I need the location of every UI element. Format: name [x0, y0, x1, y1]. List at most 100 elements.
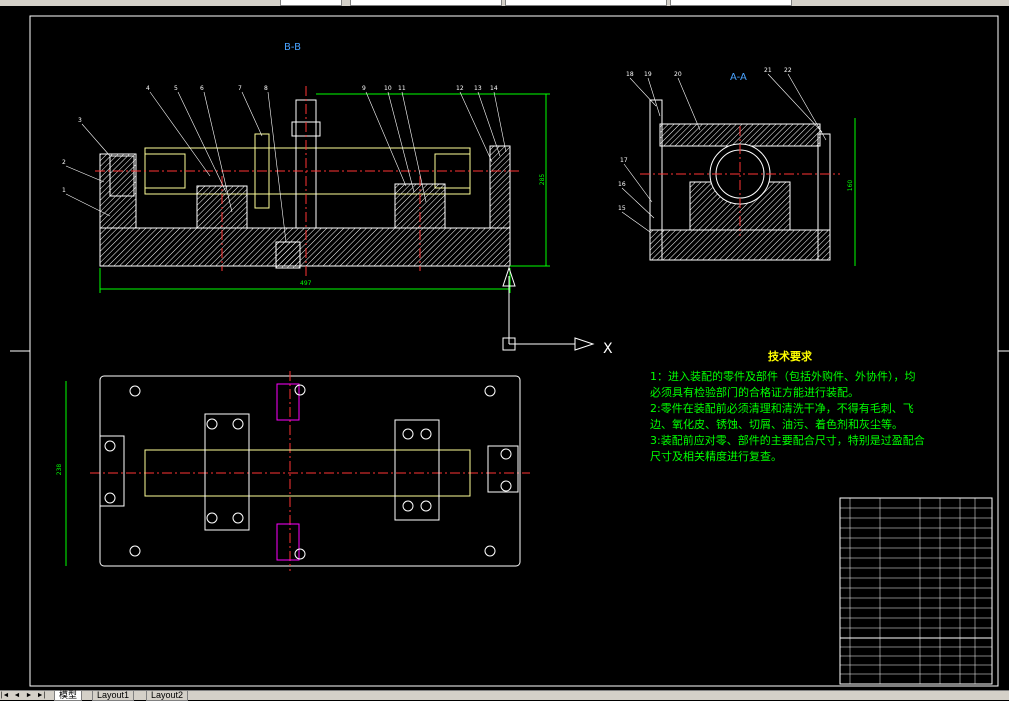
- part-balloon-label: 13: [474, 85, 482, 92]
- left-support: [99, 153, 137, 229]
- toolbar-combo-3[interactable]: [505, 0, 667, 6]
- part-balloon-label: 8: [264, 85, 268, 92]
- tab-layout2[interactable]: Layout2: [146, 691, 189, 701]
- leader-line: [203, 91, 233, 213]
- tech-line-3: 2:零件在装配前必须清理和清洗干净，不得有毛刺、飞: [650, 402, 914, 415]
- tech-line-1: 1：进入装配的零件及部件（包括外购件、外协件），均: [650, 370, 916, 383]
- part-balloon-label: 17: [620, 157, 628, 164]
- leader-line: [365, 91, 407, 187]
- title-table: [839, 637, 993, 685]
- bolt-hole: [129, 385, 141, 397]
- part-balloon-label: 5: [174, 85, 178, 92]
- leader-line: [787, 73, 827, 141]
- leader-line: [647, 77, 661, 117]
- plan-right-stop: [487, 445, 519, 493]
- prev-tab-button[interactable]: ◄: [13, 692, 21, 699]
- part-balloon-label: 4: [146, 85, 150, 92]
- plan-clamp-bottom: [276, 523, 300, 561]
- part-balloon-label: 15: [618, 205, 626, 212]
- leader-line: [65, 165, 105, 183]
- bolt-hole: [484, 545, 496, 557]
- ucs-origin-box: [502, 337, 516, 351]
- part-balloon-label: 16: [618, 181, 626, 188]
- last-tab-button[interactable]: ►|: [36, 692, 46, 699]
- leader-line: [241, 91, 263, 137]
- bolt-hole: [420, 428, 432, 440]
- right-wall: [489, 145, 511, 229]
- leader-line: [65, 193, 111, 217]
- bom-grid: [840, 498, 992, 684]
- plan-left-jaw: [99, 435, 125, 507]
- dim-height: 285: [539, 173, 547, 186]
- part-balloon-label: 2: [62, 159, 66, 166]
- plan-right-block: [394, 419, 440, 521]
- plan-shaft: [144, 449, 471, 497]
- leader-line: [477, 91, 501, 157]
- side-left-post: [649, 99, 663, 261]
- bolt-hole: [420, 500, 432, 512]
- plan-base-plate: [99, 375, 521, 567]
- leader-line: [493, 91, 507, 153]
- bolt-hole: [104, 440, 116, 452]
- dim-side-height: 160: [847, 179, 855, 192]
- bolt-hole: [129, 545, 141, 557]
- tech-line-6: 尺寸及相关精度进行复查。: [650, 450, 782, 463]
- toolbar-combo-1[interactable]: [280, 0, 342, 6]
- part-balloon-label: 22: [784, 67, 792, 74]
- bolt-hole: [104, 492, 116, 504]
- next-tab-button[interactable]: ►: [25, 692, 33, 699]
- part-balloon-label: 20: [674, 71, 682, 78]
- dim-overall-length: 497: [300, 280, 312, 287]
- base-plate: [99, 227, 511, 267]
- dim-plan-width: 238: [56, 463, 64, 476]
- leader-line: [81, 123, 111, 157]
- plan-left-block: [204, 413, 250, 531]
- leader-line: [677, 77, 701, 131]
- plan-clamp-top: [276, 383, 300, 421]
- plan-view: [65, 371, 530, 571]
- bolt-hole: [402, 500, 414, 512]
- locating-pin: [275, 241, 301, 269]
- leader-line: [767, 73, 823, 133]
- first-tab-button[interactable]: |◄: [0, 692, 10, 699]
- tech-requirements-title: 技术要求: [768, 350, 812, 363]
- left-flange: [254, 133, 270, 209]
- part-balloon-label: 19: [644, 71, 652, 78]
- part-balloon-label: 6: [200, 85, 204, 92]
- ucs-y-arrow: [502, 266, 516, 287]
- leader-line: [629, 77, 657, 107]
- tech-line-4: 边、氧化皮、锈蚀、切屑、油污、着色剂和灰尘等。: [650, 418, 903, 431]
- leader-line: [623, 163, 653, 203]
- part-balloon-label: 12: [456, 85, 464, 92]
- toolbar-combo-4[interactable]: [670, 0, 792, 6]
- bolt-hole: [402, 428, 414, 440]
- part-balloon-label: 7: [238, 85, 242, 92]
- bolt-hole: [294, 548, 306, 560]
- leader-line: [177, 91, 227, 193]
- section-bb-label: B-B: [284, 42, 301, 53]
- tab-layout1[interactable]: Layout1: [92, 691, 135, 701]
- leader-line: [621, 211, 651, 233]
- bolt-hole: [500, 448, 512, 460]
- bolt-hole: [232, 512, 244, 524]
- leader-line: [387, 91, 415, 193]
- shaft-journal-right: [434, 153, 471, 189]
- mounting-holes: [104, 384, 512, 560]
- leader-line: [267, 91, 287, 243]
- ucs-x-label: X: [603, 341, 613, 357]
- tech-line-2: 必须具有检验部门的合格证方能进行装配。: [650, 386, 859, 399]
- left-vise-jaw: [109, 155, 135, 197]
- title-block: [839, 497, 993, 685]
- tab-model[interactable]: 模型: [54, 691, 83, 701]
- toolbar-combo-2[interactable]: [350, 0, 502, 6]
- part-balloon-label: 3: [78, 117, 82, 124]
- side-right-post: [817, 133, 831, 261]
- ucs-x-arrow: [574, 337, 595, 351]
- part-balloon-label: 14: [490, 85, 498, 92]
